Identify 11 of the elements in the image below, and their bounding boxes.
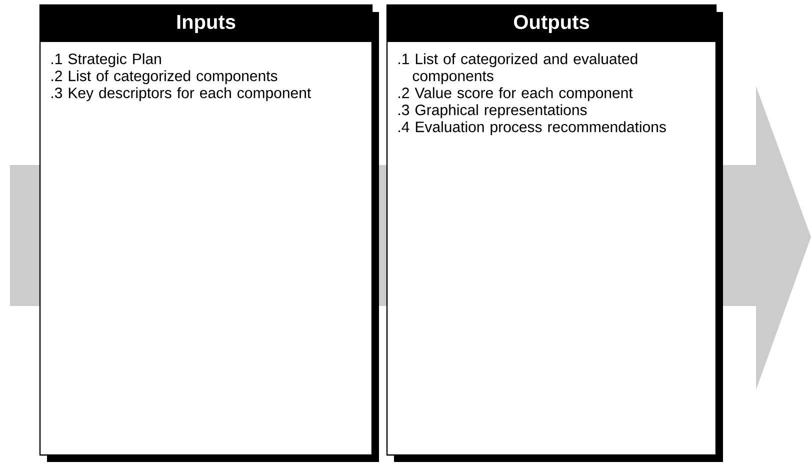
box-heading: Inputs xyxy=(177,15,236,33)
input-box xyxy=(39,4,379,462)
list-item: .2 Value score for each component xyxy=(398,87,633,102)
list-item: .3 Graphical representations xyxy=(398,104,587,118)
list-item: .1 Strategic Plan xyxy=(52,53,161,68)
list-item: .2 List of categorized components xyxy=(52,70,278,84)
list-item: .3 Key descriptors for each component xyxy=(52,87,312,102)
list-item: .4 Evaluation process recommendations xyxy=(398,121,666,136)
list-item: .1 List of categorized and evaluated components xyxy=(398,53,638,84)
box-heading: Outputs xyxy=(514,14,590,34)
output-box xyxy=(386,4,723,462)
